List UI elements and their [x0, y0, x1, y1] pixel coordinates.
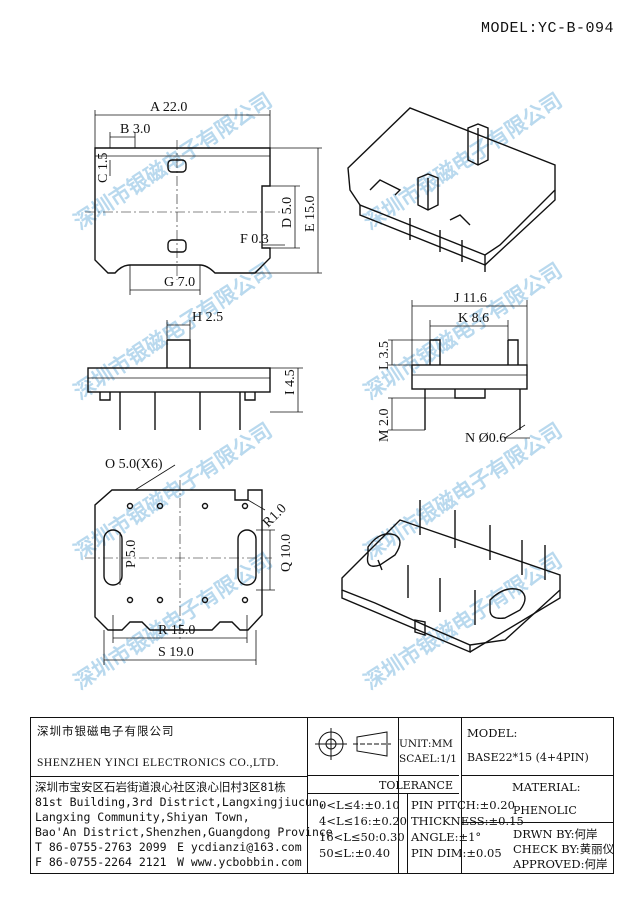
- address-line: Bao'An District,Shenzhen,Guangdong Provi…: [35, 825, 333, 839]
- model-label: MODEL:: [467, 726, 518, 740]
- dim-a: A 22.0: [150, 100, 187, 115]
- projection-cone-icon: [353, 731, 391, 757]
- approved-by: APPROVED:何岸: [513, 857, 608, 871]
- top-view-dimensions: [94, 110, 322, 295]
- unit-label: UNIT:MM: [399, 738, 453, 750]
- checked-by: CHECK BY:黄丽仪: [513, 842, 615, 856]
- dim-j: J 11.6: [454, 291, 487, 306]
- fax: F 86-0755-2264 2121: [35, 855, 167, 869]
- scale-label: SCAEL:1/1: [399, 753, 457, 765]
- company-en-name: SHENZHEN YINCI ELECTRONICS CO.,LTD.: [37, 757, 280, 769]
- dim-d: D 5.0: [280, 197, 295, 228]
- tolerance-item: 16<L≤50:0.30: [319, 830, 405, 844]
- tolerance-label: TOLERANCE: [379, 779, 453, 792]
- spec-item: PIN DIM:±0.05: [411, 846, 502, 860]
- dim-b: B 3.0: [120, 122, 150, 137]
- dim-r1: R1.0: [260, 501, 290, 531]
- side-view: [411, 339, 528, 430]
- address-line: 深圳市宝安区石岩街道浪心社区浪心旧村3区81栋: [35, 780, 286, 794]
- dim-o: O 5.0(X6): [105, 457, 163, 472]
- watermark: 深圳市银磁电子有限公司: [360, 88, 567, 234]
- address-line: 81st Building,3rd District,Langxingjiucu…: [35, 795, 326, 809]
- tolerance-item: 0<L≤4:±0.10: [319, 798, 400, 812]
- website: W www.ycbobbin.com: [177, 855, 302, 869]
- watermark: 深圳市银磁电子有限公司: [70, 548, 277, 694]
- isometric-top-view: [347, 107, 556, 272]
- email: E ycdianzi@163.com: [177, 840, 302, 854]
- dim-i: I 4.5: [283, 369, 298, 395]
- model-value: BASE22*15 (4+4PIN): [467, 751, 589, 764]
- dim-q: Q 10.0: [279, 534, 294, 572]
- dim-e: E 15.0: [303, 195, 318, 232]
- dim-l: L 3.5: [377, 341, 392, 370]
- company-cn-name: 深圳市银磁电子有限公司: [37, 724, 175, 738]
- watermark: 深圳市银磁电子有限公司: [360, 258, 567, 404]
- spec-item: PIN PITCH:±0.20: [411, 798, 515, 812]
- watermark: 深圳市银磁电子有限公司: [360, 548, 567, 694]
- material-value: PHENOLIC: [513, 804, 577, 817]
- dim-h: H 2.5: [192, 310, 223, 325]
- dim-s: S 19.0: [158, 645, 194, 660]
- tolerance-item: 4<L≤16:±0.20: [319, 814, 407, 828]
- drawn-by: DRWN BY:何岸: [513, 827, 598, 841]
- front-view: [87, 339, 271, 430]
- dim-m: M 2.0: [377, 409, 392, 442]
- bottom-view: [85, 480, 272, 640]
- tel: T 86-0755-2763 2099: [35, 840, 167, 854]
- dim-f: F 0.3: [240, 232, 269, 247]
- title-block: 深圳市银磁电子有限公司 SHENZHEN YINCI ELECTRONICS C…: [30, 717, 614, 874]
- isometric-bottom-view: [341, 500, 561, 654]
- tolerance-item: 50≤L:±0.40: [319, 846, 391, 860]
- dim-p: P 5.0: [124, 540, 139, 568]
- dim-k: K 8.6: [458, 311, 489, 326]
- spec-item: ANGLE:±1°: [411, 830, 482, 844]
- material-label: MATERIAL:: [512, 780, 581, 794]
- technical-drawing: 深圳市银磁电子有限公司 深圳市银磁电子有限公司 深圳市银磁电子有限公司 深圳市银…: [70, 88, 567, 694]
- dim-n: N Ø0.6: [465, 431, 506, 446]
- projection-circle-icon: [315, 728, 347, 760]
- model-title: MODEL:YC-B-094: [480, 20, 614, 37]
- dim-c: C 1.5: [96, 153, 111, 183]
- dim-r: R 15.0: [158, 623, 195, 638]
- watermark: 深圳市银磁电子有限公司: [70, 418, 277, 564]
- top-view: [85, 140, 280, 280]
- spec-item: THICKNESS:±0.15: [411, 814, 524, 828]
- address-line: Langxing Community,Shiyan Town,: [35, 810, 250, 824]
- dim-g: G 7.0: [164, 275, 195, 290]
